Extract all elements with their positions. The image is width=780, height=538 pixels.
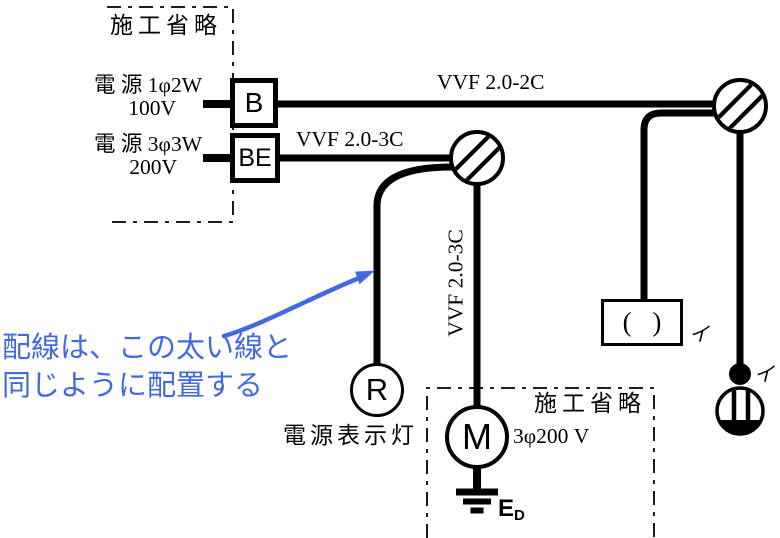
junction-box-right-icon	[712, 78, 768, 134]
motor-omitted-box	[426, 387, 655, 538]
cable-label-vvf-3c: VVF 2.0-3C	[296, 127, 404, 151]
motor-rating: 3φ200 V	[513, 424, 590, 448]
ceiling-rosette-circuit-label: イ	[689, 324, 709, 346]
source-omitted-title: 施工省略	[110, 13, 222, 38]
breaker-be-symbol: BE	[230, 133, 280, 183]
ground-icon	[456, 465, 498, 514]
pilot-lamp-label: 電源表示灯	[283, 423, 418, 448]
motor-symbol: M	[445, 405, 509, 469]
ground-label-main: E	[498, 495, 515, 522]
junction-box-left-icon	[449, 130, 505, 186]
ceiling-rosette-symbol: ( )	[601, 299, 683, 346]
ground-label-sub: D	[514, 507, 525, 524]
source1-line1: 電 源 1φ2W	[94, 73, 202, 97]
source2-line2: 200V	[129, 155, 177, 179]
outlet-icon	[715, 386, 765, 436]
breaker-be-label: BE	[238, 143, 272, 172]
annotation-line1: 配線は、この太い線と	[2, 332, 293, 364]
breaker-b-label: B	[244, 87, 264, 118]
source1-line2: 100V	[128, 96, 176, 120]
pilot-lamp-letter: R	[365, 372, 389, 407]
cable-label-vvf-3c-vertical: VVF 2.0-3C	[443, 229, 468, 337]
ground-label: ED	[498, 496, 525, 524]
source2-line1: 電 源 3φ3W	[94, 132, 202, 156]
breaker-b-symbol: B	[230, 78, 278, 128]
motor-letter: M	[462, 416, 492, 457]
pilot-lamp-wire	[373, 163, 453, 364]
pilot-lamp-symbol: R	[350, 363, 404, 417]
ceiling-rosette-glyph: ( )	[622, 307, 669, 337]
rosette-wire	[640, 109, 715, 300]
annotation-arrow-icon	[221, 270, 375, 339]
switch-icon	[729, 363, 751, 385]
annotation-line2: 同じように配置する	[2, 370, 264, 402]
switch-circuit-label: イ	[754, 364, 774, 386]
cable-label-vvf-2c: VVF 2.0-2C	[437, 70, 545, 94]
motor-omitted-title: 施工省略	[534, 391, 646, 416]
annotation-text: 配線は、この太い線と 同じように配置する	[2, 329, 292, 405]
